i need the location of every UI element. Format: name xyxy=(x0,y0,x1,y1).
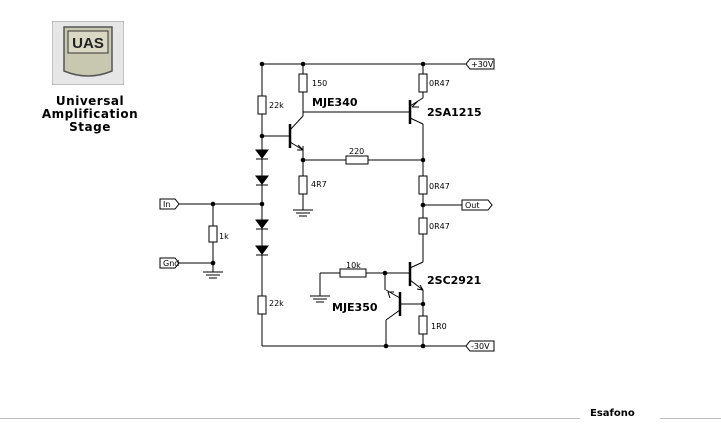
junction-dots xyxy=(210,61,426,349)
resistor-r-top-left xyxy=(257,95,267,115)
transistor-2sa1215-icon xyxy=(408,97,424,125)
component-labels: 22k 150 0R47 MJE340 2SA1215 220 4R7 0R47… xyxy=(219,79,482,331)
resistor-r-mid-lower xyxy=(418,217,428,235)
port-output xyxy=(461,199,493,211)
label-q-driver-bottom: MJE350 xyxy=(332,301,378,314)
resistor-r-mid-upper xyxy=(418,175,428,195)
resistor-r-top-mid xyxy=(298,73,308,93)
logo-badge-text: UAS xyxy=(72,35,104,52)
label-r-emitter: 4R7 xyxy=(311,180,327,189)
label-r-bottom-right: 1R0 xyxy=(431,322,447,331)
logo-title-line-1: Universal xyxy=(55,94,125,108)
footer-divider-left xyxy=(0,418,580,419)
ground-symbols xyxy=(203,209,330,303)
wires xyxy=(175,63,470,347)
label-r-input: 1k xyxy=(219,232,229,241)
label-r-bottom-left: 22k xyxy=(269,299,284,308)
ground-icon xyxy=(310,295,330,303)
label-negative-rail: -30V xyxy=(471,342,490,351)
resistor-r-bottom-left xyxy=(257,295,267,315)
label-output: Out xyxy=(465,201,480,210)
transistor-mje350-icon xyxy=(385,289,402,321)
label-r-top-left: 22k xyxy=(269,101,284,110)
label-r-top-mid: 150 xyxy=(312,79,327,88)
resistor-r-bottom-right xyxy=(418,315,428,335)
ground-icon xyxy=(293,209,313,217)
label-ground: Gnd xyxy=(163,259,179,268)
uas-logo: UAS xyxy=(51,20,125,86)
ports xyxy=(159,58,495,352)
diode-icon xyxy=(255,245,269,255)
label-r-mid-lower: 0R47 xyxy=(429,222,450,231)
logo-title: Universal Amplification Stage xyxy=(20,95,160,134)
diode-icon xyxy=(255,175,269,185)
transistor-2sc2921-icon xyxy=(408,261,424,296)
label-q-driver: MJE340 xyxy=(312,96,358,109)
logo-title-line-2: Amplification xyxy=(41,107,139,121)
footer-divider-right xyxy=(660,418,721,419)
diode-icon xyxy=(255,219,269,229)
label-q-output-bottom: 2SC2921 xyxy=(427,274,481,287)
label-input: In xyxy=(163,200,170,209)
label-positive-rail: +30V xyxy=(471,60,494,69)
resistor-r-emitter xyxy=(298,175,308,195)
resistor-r-base xyxy=(339,268,367,278)
port-ground xyxy=(159,257,180,269)
resistors xyxy=(208,73,428,335)
label-r-base: 10k xyxy=(346,261,361,270)
port-negative-rail xyxy=(465,340,495,352)
footer-credit: Esafono xyxy=(590,408,635,419)
resistor-r-feedback xyxy=(345,155,369,165)
label-r-mid-upper: 0R47 xyxy=(429,182,450,191)
diode-stack xyxy=(255,149,269,256)
transistor-mje340-icon xyxy=(288,112,304,151)
port-input xyxy=(159,198,180,210)
resistor-r-top-right xyxy=(418,73,428,93)
port-labels: +30V -30V In Gnd Out xyxy=(163,60,494,351)
diode-icon xyxy=(255,149,269,159)
label-r-feedback: 220 xyxy=(349,147,364,156)
logo-title-line-3: Stage xyxy=(69,120,111,134)
ground-icon xyxy=(203,271,223,279)
resistor-r-input xyxy=(208,225,218,243)
transistors xyxy=(288,97,424,321)
port-positive-rail xyxy=(465,58,495,70)
label-q-output-top: 2SA1215 xyxy=(427,106,482,119)
label-r-top-right: 0R47 xyxy=(429,79,450,88)
